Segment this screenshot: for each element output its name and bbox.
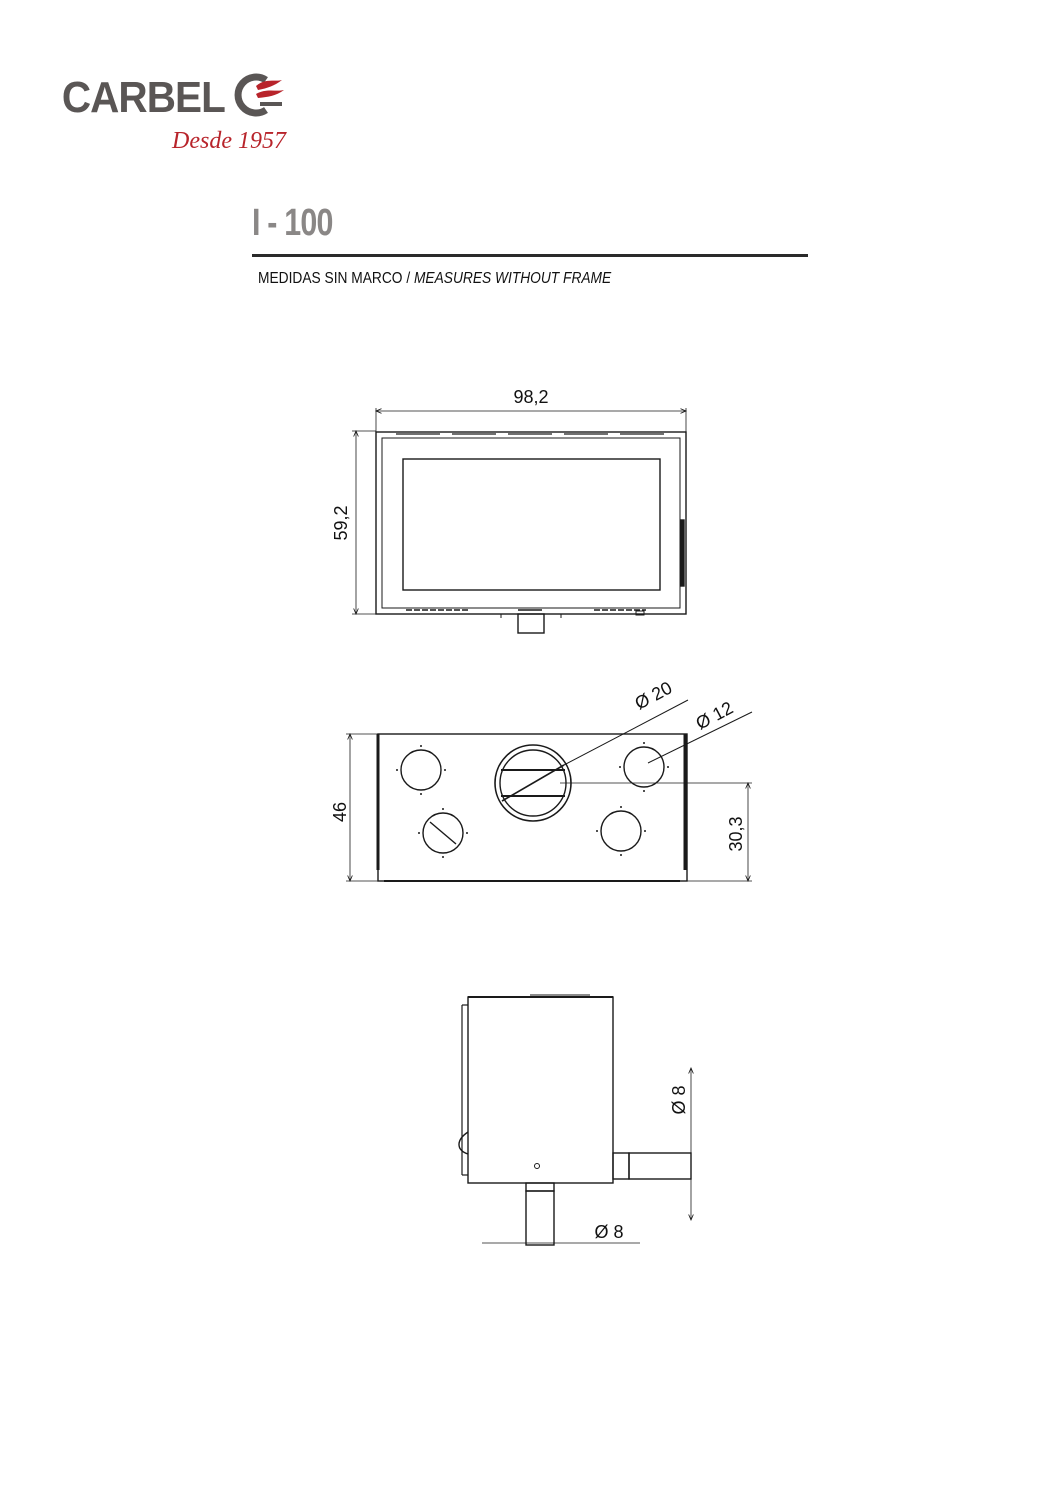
outlet-large-label: Ø 20: [631, 678, 675, 714]
subtitle-es: MEDIDAS SIN MARCO: [258, 270, 403, 287]
hole-marker-dots: [396, 742, 669, 858]
outlet-height-label: 30,3: [726, 816, 746, 851]
carbel-logo: CARBEL Desde 1957: [62, 72, 287, 154]
brand-tagline: Desde 1957: [171, 128, 287, 154]
model-title: I - 100: [252, 202, 333, 244]
outlet-small-label: Ø 12: [692, 698, 736, 734]
subtitle-separator: /: [402, 270, 414, 287]
side-view: [458, 994, 691, 1246]
top-view: [346, 699, 753, 882]
front-width-label: 98,2: [513, 387, 548, 407]
title-divider: [252, 254, 808, 257]
brand-name: CARBEL: [62, 72, 225, 121]
subtitle-en: MEASURES WITHOUT FRAME: [413, 270, 612, 287]
flame-icon: [234, 73, 284, 117]
front-view: [352, 408, 686, 634]
bottom-pipe-label: Ø 8: [594, 1222, 623, 1242]
subtitle: MEDIDAS SIN MARCO / MEASURES WITHOUT FRA…: [258, 270, 611, 288]
front-height-label: 59,2: [331, 505, 351, 540]
top-depth-label: 46: [330, 802, 350, 822]
side-pipe-label: Ø 8: [669, 1085, 689, 1114]
